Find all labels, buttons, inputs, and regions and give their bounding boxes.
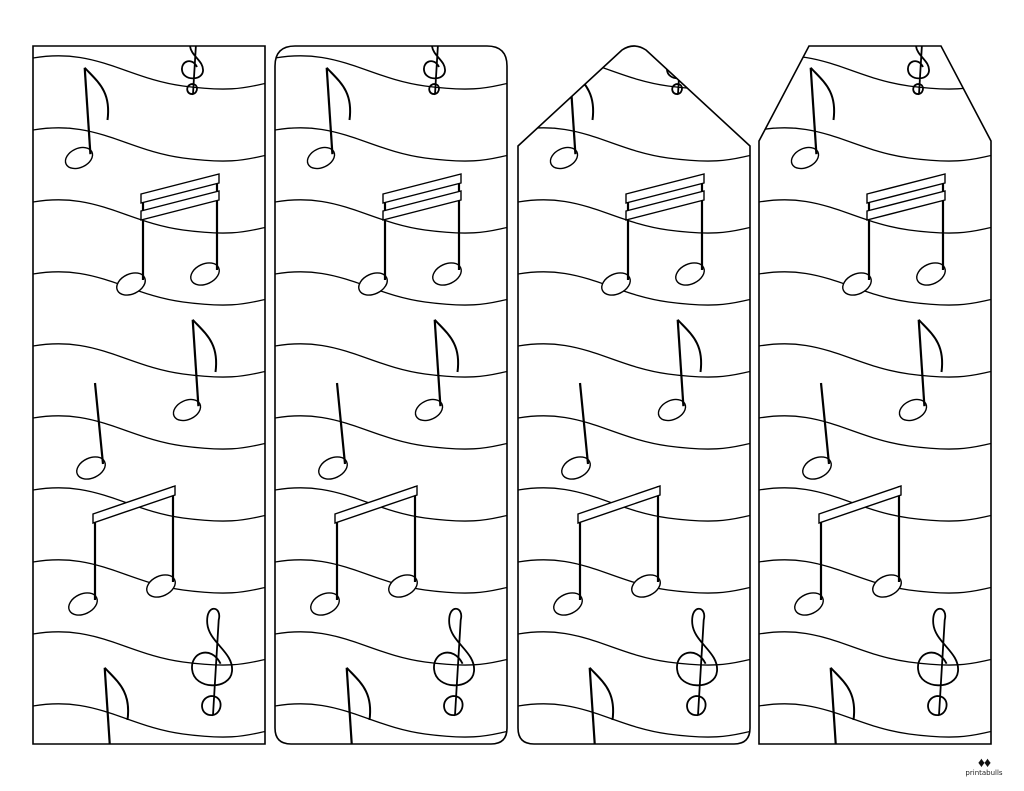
staff-line: [275, 55, 507, 90]
staff-line: [518, 487, 750, 522]
bookmark-3: [517, 45, 751, 745]
quarter-note-icon: [802, 382, 832, 480]
bookmark-outline: [274, 45, 508, 745]
staff-line: [33, 703, 265, 738]
sixteenth-notes-icon: [601, 173, 705, 296]
eighth-note-icon: [588, 667, 615, 744]
staff-line: [518, 631, 750, 666]
watermark-text: printabulls: [965, 769, 1003, 777]
eighth-note-icon: [414, 319, 460, 422]
quarter-note-icon: [76, 382, 106, 480]
treble-clef-icon: [433, 607, 475, 717]
staff-line: [759, 271, 991, 306]
staff-line: [518, 127, 750, 162]
eighth-note-icon: [790, 67, 836, 170]
staff-line: [33, 55, 265, 90]
quarter-note-icon: [561, 382, 591, 480]
beamed-eighth-notes-icon: [310, 485, 418, 616]
staff-line: [33, 199, 265, 234]
staff-line: [518, 199, 750, 234]
eighth-note-icon: [657, 319, 703, 422]
bookmarks-group: [32, 45, 992, 745]
printabulls-logo-icon: ♦♦: [977, 754, 991, 770]
treble-clef-icon: [907, 46, 930, 96]
staff-line: [759, 127, 991, 162]
staff-line: [518, 343, 750, 378]
beamed-eighth-notes-icon: [794, 485, 902, 616]
beamed-eighth-notes-icon: [68, 485, 176, 616]
staff-line: [33, 487, 265, 522]
staff-line: [275, 703, 507, 738]
staff-line: [275, 199, 507, 234]
staff-line: [33, 271, 265, 306]
staff-line: [759, 703, 991, 738]
staff-line: [275, 415, 507, 450]
printabulls-logo: ♦♦ printabulls: [962, 755, 1006, 777]
staff-line: [275, 487, 507, 522]
staff-line: [275, 271, 507, 306]
eighth-note-icon: [306, 67, 352, 170]
staff-line: [759, 631, 991, 666]
treble-clef-icon: [676, 607, 718, 717]
staff-line: [275, 631, 507, 666]
bookmark-4: [758, 45, 992, 745]
eighth-note-icon: [64, 67, 110, 170]
bookmark-2: [274, 45, 508, 745]
staff-line: [275, 127, 507, 162]
bookmark-2-pattern: [275, 46, 507, 744]
staff-line: [33, 343, 265, 378]
eighth-note-icon: [345, 667, 372, 744]
treble-clef-icon: [423, 46, 446, 96]
treble-clef-icon: [917, 607, 959, 717]
staff-line: [759, 343, 991, 378]
treble-clef-icon: [181, 46, 204, 96]
staff-line: [33, 127, 265, 162]
bookmark-1-pattern: [33, 46, 265, 744]
staff-line: [518, 703, 750, 738]
bookmark-outline: [32, 45, 266, 745]
bookmark-4-pattern: [759, 46, 991, 744]
bookmark-1: [32, 45, 266, 745]
quarter-note-icon: [318, 382, 348, 480]
treble-clef-icon: [191, 607, 233, 717]
staff-line: [33, 631, 265, 666]
staff-line: [759, 487, 991, 522]
eighth-note-icon: [103, 667, 130, 744]
bookmark-3-pattern: [518, 46, 750, 744]
beamed-eighth-notes-icon: [553, 485, 661, 616]
staff-line: [518, 415, 750, 450]
eighth-note-icon: [898, 319, 944, 422]
staff-line: [518, 271, 750, 306]
staff-line: [759, 415, 991, 450]
sixteenth-notes-icon: [358, 173, 462, 296]
sixteenth-notes-icon: [842, 173, 946, 296]
staff-line: [33, 415, 265, 450]
staff-line: [275, 343, 507, 378]
eighth-note-icon: [172, 319, 218, 422]
bookmark-outline: [758, 45, 992, 745]
bookmark-outline: [517, 45, 751, 745]
eighth-note-icon: [829, 667, 856, 744]
staff-line: [759, 199, 991, 234]
sixteenth-notes-icon: [116, 173, 220, 296]
